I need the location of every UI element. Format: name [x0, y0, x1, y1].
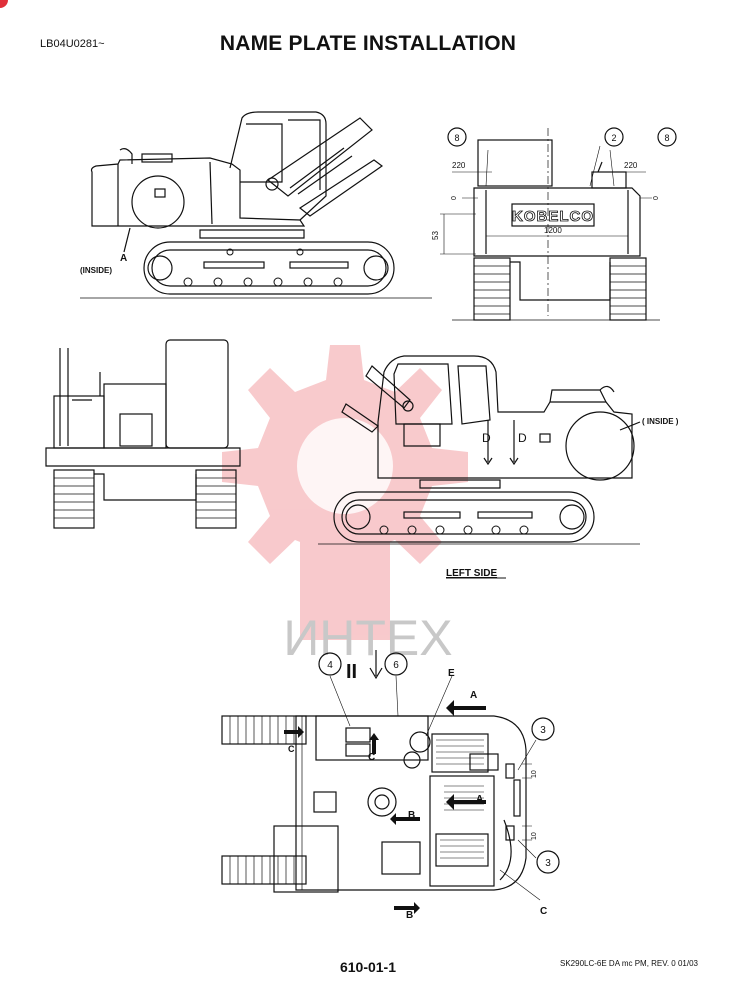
top-letter-b2: B: [406, 910, 413, 921]
left-side-caption: LEFT SIDE: [446, 568, 497, 579]
rear-callout-2: 2: [611, 133, 616, 143]
top-view: [221, 650, 560, 914]
rear-dim-220-right: 220: [624, 161, 638, 170]
rear-brand-plate: KOBELCO: [512, 208, 594, 225]
document-reference: SK290LC-6E DA mc PM, REV. 0 01/03: [560, 959, 698, 968]
top-callout-4: 4: [327, 660, 333, 671]
top-letter-c1: C: [368, 752, 375, 763]
corner-mark: [0, 0, 8, 8]
left-side-inside-label: ( INSIDE ): [642, 417, 679, 426]
top-dim-10a: 10: [531, 770, 538, 778]
rear-dim-0-left: 0: [451, 196, 458, 200]
top-letter-a2: A: [476, 794, 483, 805]
rear-callout-8b: 8: [664, 133, 669, 143]
rear-dim-0-right: 0: [653, 196, 660, 200]
top-roman-mark: II: [346, 661, 357, 683]
right-side-inside-label: (INSIDE): [80, 266, 112, 275]
rear-dim-53: 53: [431, 231, 440, 240]
left-side-plate-d1: D: [482, 431, 491, 445]
top-letter-a1: A: [470, 690, 477, 701]
page-number: 610-01-1: [339, 959, 397, 975]
left-side-view: [318, 355, 641, 545]
top-callout-3b: 3: [545, 858, 551, 869]
rear-callout-8a: 8: [454, 133, 459, 143]
rear-view: [440, 127, 677, 321]
top-callout-3a: 3: [540, 725, 546, 736]
top-letter-e: E: [448, 668, 455, 679]
left-side-plate-d2: D: [518, 431, 527, 445]
top-letter-c3: C: [288, 744, 295, 754]
right-side-view: [80, 111, 432, 299]
front-view: [45, 339, 241, 529]
rear-dim-220-left: 220: [452, 161, 466, 170]
rear-dim-1200: 1200: [544, 226, 562, 235]
page-title: NAME PLATE INSTALLATION: [219, 32, 517, 55]
top-letter-b1: B: [408, 810, 415, 821]
serial-number: LB04U0281~: [40, 38, 105, 50]
right-side-callout-a: A: [120, 253, 127, 264]
top-letter-c2: C: [540, 906, 547, 917]
top-dim-10b: 10: [531, 832, 538, 840]
watermark-text: ИНТЕХ: [283, 610, 452, 666]
top-callout-6: 6: [393, 660, 399, 671]
